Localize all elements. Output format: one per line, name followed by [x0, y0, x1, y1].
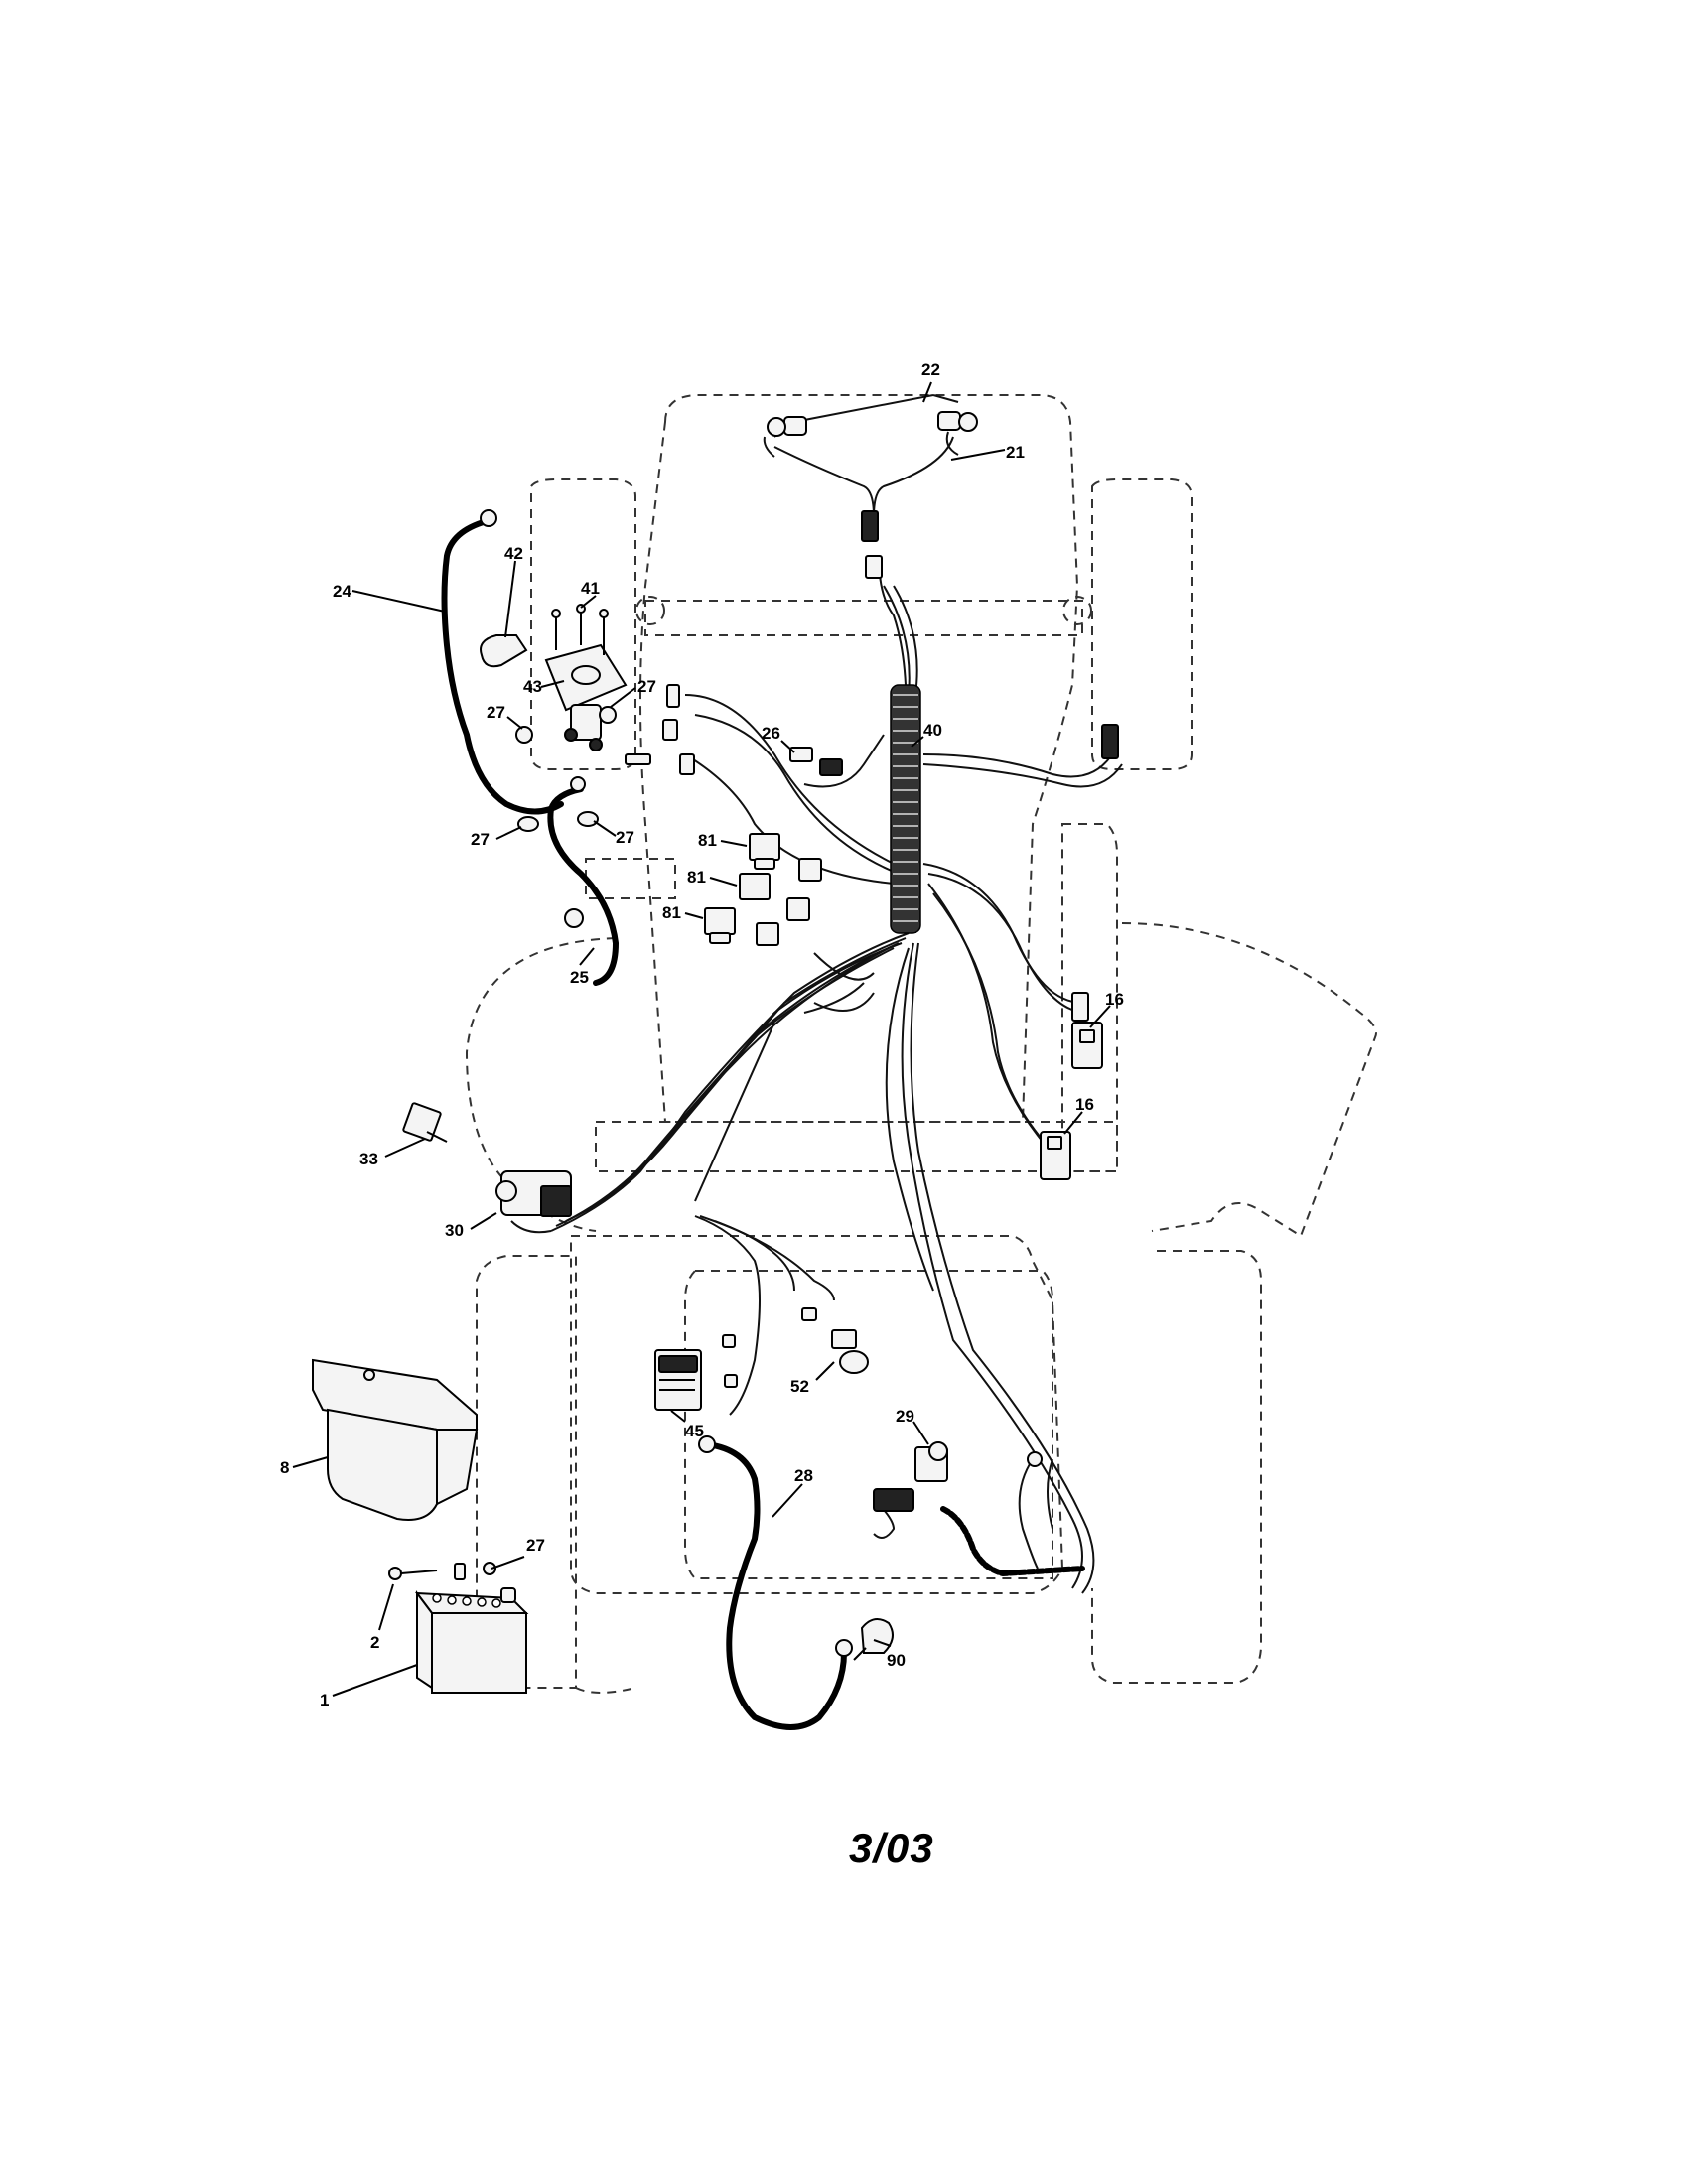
rear-terminal-a	[722, 1334, 736, 1348]
ring-terminal-28-top	[698, 1435, 716, 1453]
relay-81-a	[749, 833, 780, 870]
relay-socket-b	[786, 897, 810, 921]
switch-29	[914, 1441, 948, 1482]
callout-25: 25	[570, 968, 589, 987]
rear-terminal-c	[801, 1307, 817, 1321]
tractor-outline	[465, 394, 1377, 1694]
callout-90: 90	[887, 1651, 906, 1670]
connector-52	[831, 1329, 869, 1374]
callout-1: 1	[320, 1691, 329, 1709]
callout-22: 22	[921, 360, 940, 379]
leader-lines	[292, 381, 1111, 1697]
callout-81-c: 81	[662, 903, 681, 922]
callout-27-c: 27	[471, 830, 490, 849]
ring-terminal-25-bottom	[564, 908, 584, 928]
nut-27-c	[517, 816, 539, 832]
battery-post-nut	[454, 1563, 466, 1580]
strap-42	[480, 634, 528, 668]
callout-labels: 22 21 24 42 41 43 27 27 27 27 25 26 40 8…	[280, 360, 1124, 1709]
callout-52: 52	[790, 1377, 809, 1396]
headlight-plug	[865, 555, 883, 579]
callout-43: 43	[523, 677, 542, 696]
callout-42: 42	[504, 544, 523, 563]
headlight-left	[763, 416, 807, 458]
harness-loom	[890, 684, 921, 934]
callout-21: 21	[1006, 443, 1025, 462]
nut-27-b	[599, 706, 617, 724]
callout-24: 24	[333, 582, 351, 601]
callout-27-b: 27	[487, 703, 505, 722]
rear-coil-cord	[873, 1458, 1085, 1577]
callout-27-d: 27	[616, 828, 634, 847]
battery	[414, 1587, 529, 1694]
headlight-right	[937, 411, 978, 456]
battery-tray	[312, 1358, 479, 1521]
callout-2: 2	[370, 1633, 379, 1652]
callout-81-b: 81	[687, 868, 706, 887]
main-harness	[550, 394, 1123, 1594]
rear-terminal-b	[724, 1374, 738, 1388]
bolt-2	[388, 1567, 438, 1580]
right-connector-top	[1101, 724, 1119, 759]
headlight-connector	[861, 510, 879, 542]
nut-27-a	[515, 726, 533, 744]
relay-81-b	[739, 873, 771, 900]
connector-26	[789, 747, 843, 776]
ignition-switch	[495, 1170, 572, 1234]
callout-40: 40	[923, 721, 942, 740]
ring-terminal-24	[480, 509, 497, 527]
right-connector-mid	[1071, 992, 1089, 1022]
callout-16-a: 16	[1105, 990, 1124, 1009]
nut-27-d	[577, 811, 599, 827]
ground-cable-28	[704, 1441, 847, 1730]
interlock-switch-16a	[1071, 1022, 1103, 1069]
callout-41: 41	[581, 579, 600, 598]
relay-socket-a	[798, 858, 822, 882]
callout-81-a: 81	[698, 831, 717, 850]
relay-81-c	[704, 907, 736, 944]
battery-cable-24	[441, 518, 564, 815]
nut-27-e	[483, 1562, 496, 1575]
callout-27-a: 27	[637, 677, 656, 696]
ring-terminal-25	[570, 776, 586, 792]
callout-30: 30	[445, 1221, 464, 1240]
relay-33	[402, 1102, 448, 1143]
callout-26: 26	[762, 724, 780, 743]
date-code: 3/03	[849, 1825, 934, 1871]
callout-8: 8	[280, 1458, 289, 1477]
callout-27-e: 27	[526, 1536, 545, 1555]
module-45	[654, 1349, 702, 1411]
fuse-holders	[625, 684, 695, 775]
callout-45: 45	[685, 1422, 704, 1440]
ring-terminal-28-bottom	[835, 1639, 853, 1657]
callout-28: 28	[794, 1466, 813, 1485]
cable-25	[547, 786, 620, 986]
callout-16-b: 16	[1075, 1095, 1094, 1114]
interlock-switch-16b	[1040, 1131, 1071, 1180]
relay-socket-c	[756, 922, 779, 946]
rear-plug	[873, 1488, 914, 1512]
callout-33: 33	[359, 1150, 378, 1168]
ring-terminal-rear	[1027, 1451, 1043, 1467]
solenoid	[544, 604, 628, 751]
callout-29: 29	[896, 1407, 914, 1426]
